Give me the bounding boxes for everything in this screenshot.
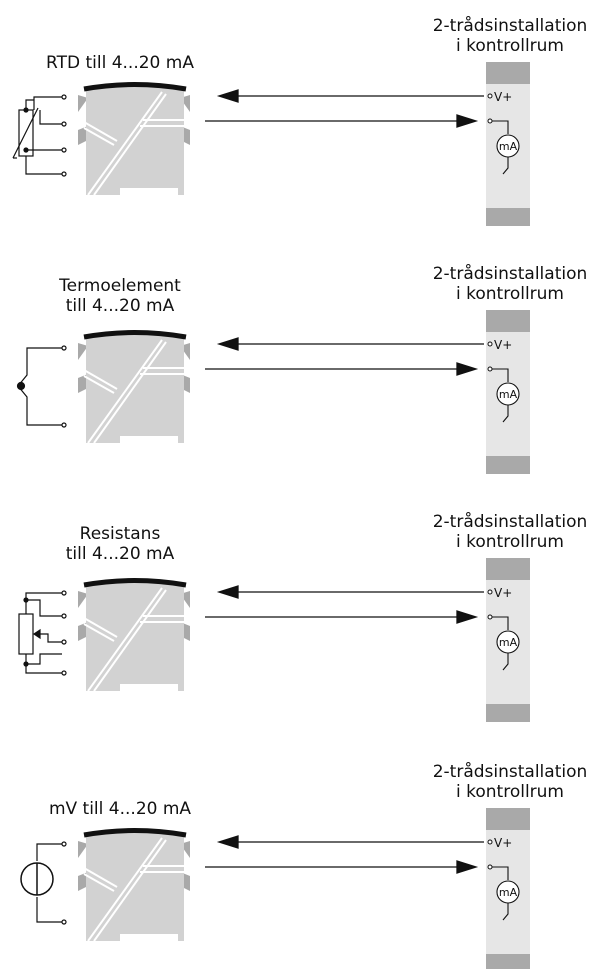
- signal-wires: [205, 585, 484, 624]
- signal-wires: [205, 89, 484, 128]
- transmitter-device: [78, 82, 190, 196]
- destination-title-line: 2-trådsinstallation: [432, 16, 588, 36]
- potentiometer-sensor-icon: [18, 590, 67, 676]
- transmitter-device: [78, 578, 190, 692]
- input-title-line: till 4...20 mA: [65, 544, 175, 564]
- signal-wires: [205, 337, 484, 376]
- destination-title-line: i kontrollrum: [456, 782, 564, 802]
- destination-title-line: i kontrollrum: [456, 36, 564, 56]
- voltage-source-icon: [20, 841, 67, 925]
- destination-title-line: i kontrollrum: [456, 284, 564, 304]
- signal-wires: [205, 835, 484, 874]
- input-title-line: mV till 4...20 mA: [48, 799, 192, 819]
- control-room-device: V+ mA: [486, 310, 530, 474]
- panel-mv: mV till 4...20 mA 2-trådsinstallation i …: [0, 742, 603, 969]
- input-title: Resistans till 4...20 mA: [0, 524, 240, 564]
- input-title-line: Termoelement: [59, 276, 181, 296]
- input-title: Termoelement till 4...20 mA: [0, 276, 240, 316]
- rtd-sensor-icon: [12, 94, 67, 177]
- meter-label: mA: [499, 388, 518, 401]
- vplus-label: V+: [494, 836, 512, 850]
- meter-label: mA: [499, 140, 518, 153]
- panel-resistance: Resistans till 4...20 mA 2-trådsinstalla…: [0, 496, 603, 746]
- input-title-line: Resistans: [79, 524, 161, 544]
- wiring-diagram: V+ mA: [16, 310, 530, 474]
- destination-title: 2-trådsinstallation i kontrollrum: [415, 762, 603, 802]
- input-title: mV till 4...20 mA: [0, 799, 240, 819]
- panel-thermocouple: Termoelement till 4...20 mA 2-trådsinsta…: [0, 248, 603, 498]
- input-title-line: till 4...20 mA: [65, 296, 175, 316]
- meter-label: mA: [499, 636, 518, 649]
- destination-title: 2-trådsinstallation i kontrollrum: [415, 16, 603, 56]
- wiring-diagram: V+ mA: [18, 558, 530, 722]
- control-room-device: V+ mA: [486, 808, 530, 969]
- transmitter-device: [78, 828, 190, 942]
- input-title: RTD till 4...20 mA: [0, 53, 240, 73]
- destination-title-line: 2-trådsinstallation: [432, 264, 588, 284]
- input-title-line: RTD till 4...20 mA: [46, 53, 194, 73]
- vplus-label: V+: [494, 90, 512, 104]
- control-room-device: V+ mA: [486, 62, 530, 226]
- vplus-label: V+: [494, 586, 512, 600]
- wiring-diagram: V+ mA: [12, 62, 530, 226]
- control-room-device: V+ mA: [486, 558, 530, 722]
- thermocouple-sensor-icon: [16, 345, 67, 428]
- meter-label: mA: [499, 886, 518, 899]
- vplus-label: V+: [494, 338, 512, 352]
- wiring-diagram: V+ mA: [20, 808, 530, 969]
- transmitter-device: [78, 330, 190, 444]
- destination-title: 2-trådsinstallation i kontrollrum: [415, 264, 603, 304]
- destination-title: 2-trådsinstallation i kontrollrum: [415, 512, 603, 552]
- destination-title-line: 2-trådsinstallation: [432, 512, 588, 532]
- destination-title-line: 2-trådsinstallation: [432, 762, 588, 782]
- destination-title-line: i kontrollrum: [456, 532, 564, 552]
- panel-rtd: RTD till 4...20 mA 2-trådsinstallation i…: [0, 0, 603, 250]
